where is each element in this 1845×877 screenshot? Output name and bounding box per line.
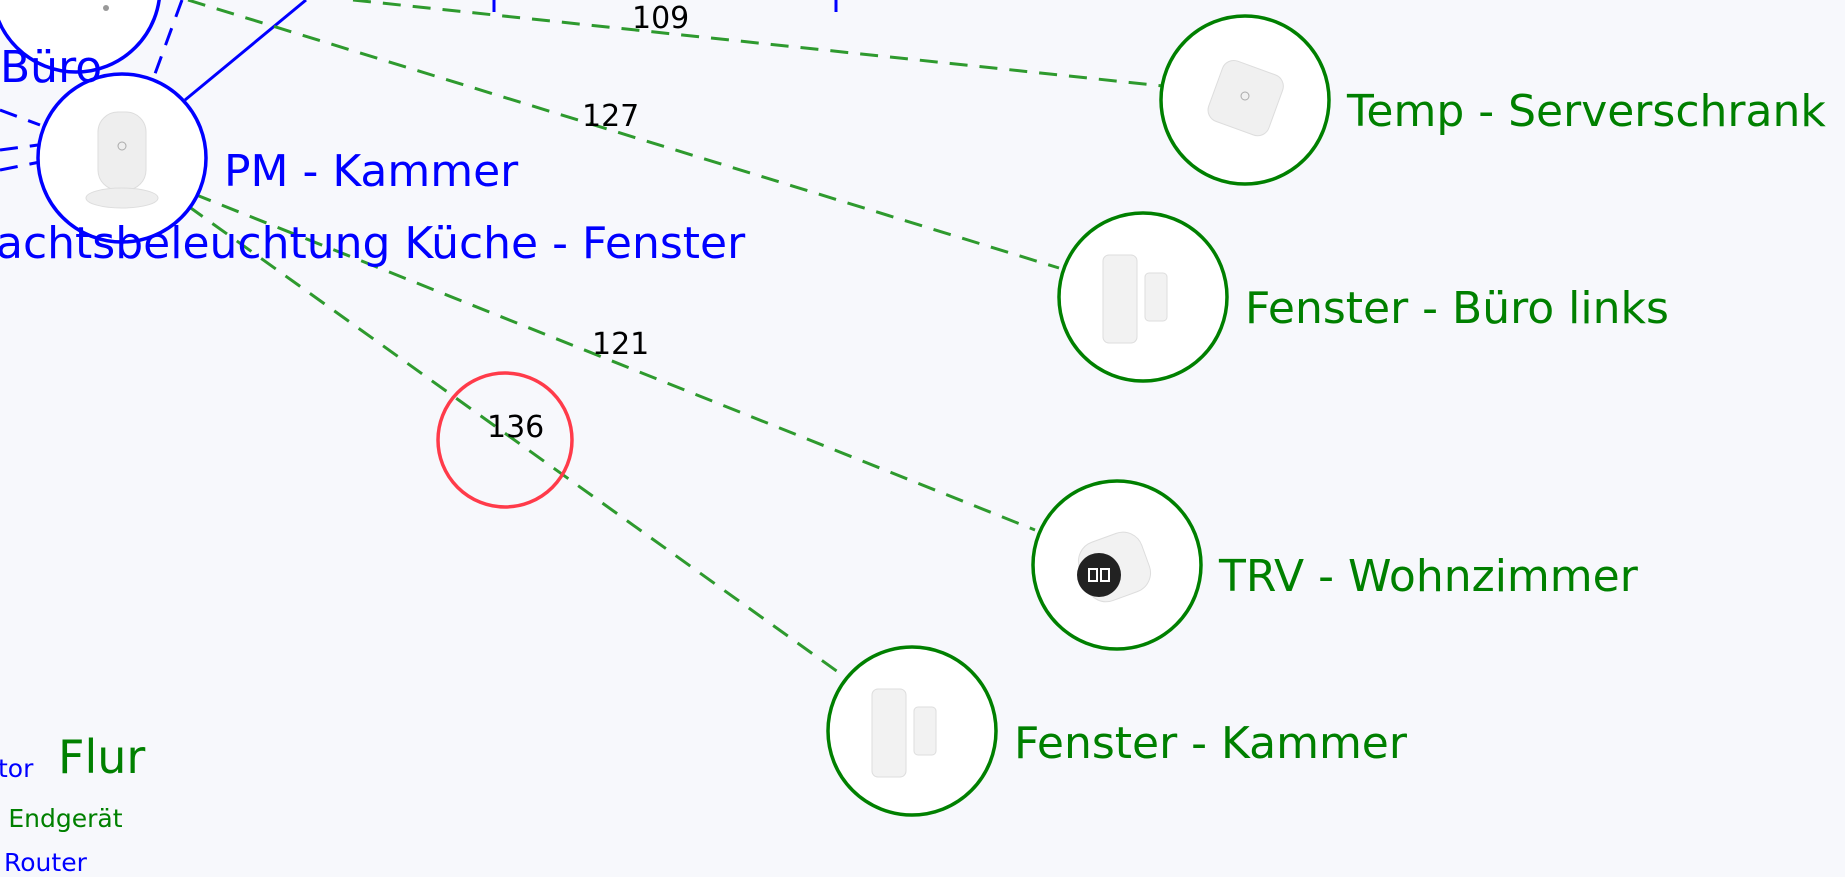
link-label-121: 121 (592, 327, 650, 362)
legend-enddevice: : Endgerät (0, 804, 123, 833)
node-temp_server[interactable] (1159, 14, 1331, 186)
highlight-circle (436, 371, 574, 509)
router-link (0, 160, 41, 172)
temp-sensor-icon (1207, 59, 1284, 137)
router-link (0, 143, 39, 152)
node-label-kueche: achtsbeleuchtung Küche - Fenster (0, 218, 746, 269)
node-label-trv-wohnzimmer: TRV - Wohnzimmer (1219, 551, 1638, 602)
router-link (0, 108, 41, 127)
link-trv_wohn (193, 192, 1036, 532)
node-label-flur: Flur (58, 730, 146, 784)
node-buero[interactable] (0, 0, 161, 74)
node-trv_wohn[interactable] (1031, 479, 1203, 651)
node-label-temp-serverschrank: Temp - Serverschrank (1347, 86, 1826, 137)
trv-icon (1077, 531, 1152, 603)
node-label-pm-kammer: PM - Kammer (224, 146, 519, 197)
node-label-buero: Büro (0, 42, 103, 93)
link-fenster_buero (187, 0, 1060, 270)
router-link (184, 0, 307, 102)
legend-coordinator: tor (0, 754, 34, 783)
node-fenster_kammer[interactable] (826, 645, 998, 817)
node-label-fenster-buero-links: Fenster - Büro links (1245, 283, 1669, 334)
node-fenster_buero[interactable] (1057, 211, 1229, 383)
node-label-fenster-kammer: Fenster - Kammer (1014, 718, 1407, 769)
link-label-136: 136 (487, 410, 545, 445)
router-link (150, 0, 184, 83)
link-fenster_kammer (187, 204, 846, 679)
link-temp_server (352, 0, 1164, 88)
legend-router: Router (4, 848, 87, 877)
link-label-109: 109 (632, 1, 690, 36)
presence-sensor-icon (85, 111, 159, 209)
link-label-127: 127 (582, 99, 640, 134)
door-sensor-icon (1102, 254, 1168, 344)
plug-icon (103, 5, 109, 11)
door-sensor-icon (871, 688, 937, 778)
node-pm_kammer[interactable] (36, 72, 208, 244)
